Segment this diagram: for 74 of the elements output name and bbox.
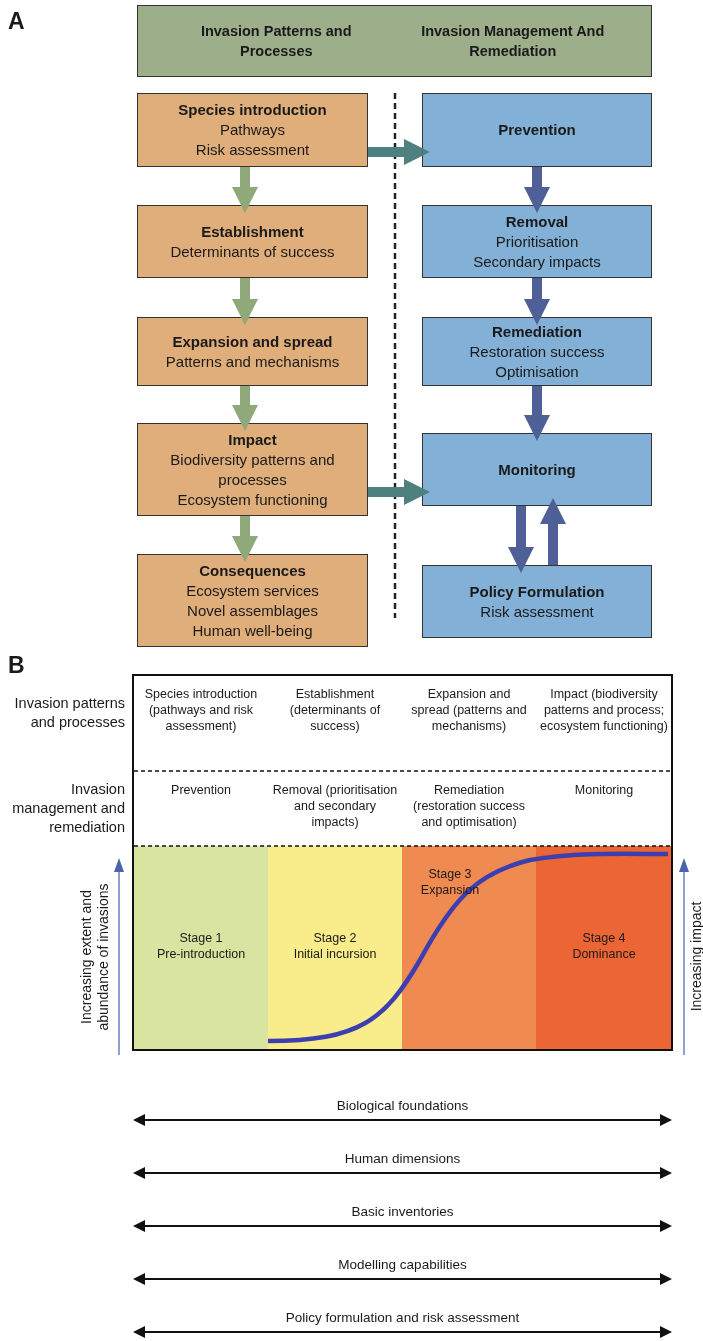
range-label: Biological foundations	[335, 1098, 470, 1114]
stage-description: Expansion and spread (patterns and mechanisms)	[410, 686, 528, 734]
stage-description: Impact (biodiversity patterns and process; ecosystem functioning)	[540, 686, 668, 734]
management-box	[422, 205, 652, 278]
box-text: Ecosystem functioning	[176, 489, 329, 510]
block-arrow	[524, 167, 550, 213]
box-text: Biodiversity patterns and processes	[169, 449, 336, 490]
range-label: Human dimensions	[343, 1151, 462, 1167]
box-heading: Consequences	[199, 560, 306, 581]
stage-label: Stage 1	[178, 930, 224, 946]
block-arrow	[524, 278, 550, 325]
stage-description: Monitoring	[573, 782, 635, 798]
box-heading: Policy Formulation	[469, 581, 605, 602]
stage-description: Removal (prioritisation and secondary impacts)	[272, 782, 398, 830]
block-arrow	[232, 278, 258, 325]
block-arrow	[508, 506, 534, 573]
box-heading: Species introduction	[178, 100, 327, 120]
management-box	[422, 433, 652, 506]
panel-letter: B	[8, 652, 26, 678]
box-text: Risk assessment	[194, 140, 311, 160]
block-arrow	[232, 516, 258, 562]
row-header: Invasion patterns and processes	[13, 694, 125, 732]
box-heading: Impact	[228, 429, 277, 450]
management-box	[422, 317, 652, 386]
box-text: Secondary impacts	[472, 251, 602, 272]
header-band	[137, 5, 652, 77]
box-text: Pathways	[218, 120, 286, 140]
block-arrow	[368, 479, 430, 505]
stage-label: Stage 2	[312, 930, 358, 946]
box-text: Risk assessment	[479, 601, 595, 622]
block-arrow	[232, 386, 258, 431]
stage-description: Prevention	[170, 782, 232, 798]
range-label: Modelling capabilities	[337, 1257, 468, 1273]
stage-label: Dominance	[571, 946, 637, 962]
range-label: Basic inventories	[350, 1204, 455, 1220]
box-text: Ecosystem services	[185, 580, 320, 601]
process-box	[137, 317, 368, 386]
stage-label: Stage 4	[581, 930, 627, 946]
process-box	[137, 423, 368, 516]
process-box	[137, 205, 368, 278]
stage-label: Initial incursion	[292, 946, 378, 962]
box-heading: Remediation	[492, 321, 582, 342]
stage-description: Establishment (determinants of success)	[288, 686, 382, 734]
box-heading: Monitoring	[498, 459, 576, 480]
box-heading: Removal	[505, 211, 569, 232]
block-arrow	[232, 167, 258, 213]
box-text: Optimisation	[494, 361, 580, 382]
column-heading: Invasion Patterns and Processes	[199, 22, 353, 61]
stage-label: Stage 3	[427, 866, 473, 882]
box-text: Human well-being	[191, 620, 314, 641]
row-header: Invasion management and remediation	[11, 780, 125, 837]
box-heading: Establishment	[201, 221, 304, 242]
management-box	[422, 565, 652, 638]
panel-letter: A	[8, 8, 26, 34]
stage-description: Remediation (restoration success and optimisation)	[412, 782, 526, 830]
block-arrow	[524, 386, 550, 441]
box-heading: Expansion and spread	[172, 331, 333, 352]
box-text: Prioritisation	[494, 231, 580, 252]
column-heading: Invasion Management And Remediation	[420, 22, 606, 61]
stage-description: Species introduction (pathways and risk assessment)	[143, 686, 259, 734]
box-text: Restoration success	[468, 341, 606, 362]
range-label: Policy formulation and risk assessment	[284, 1310, 521, 1326]
box-text: Patterns and mechanisms	[164, 351, 341, 372]
management-box	[422, 93, 652, 167]
box-text: Novel assemblages	[186, 600, 319, 621]
box-text: Determinants of success	[169, 241, 336, 262]
box-heading: Prevention	[498, 120, 576, 140]
block-arrow	[368, 139, 430, 165]
axis-label: Increasing extent and abundance of invasions	[78, 882, 112, 1033]
process-box	[137, 93, 368, 167]
block-arrow	[540, 498, 566, 565]
stage-label: Pre-introduction	[155, 946, 247, 962]
axis-label: Increasing impact	[687, 900, 703, 1014]
process-box	[137, 554, 368, 647]
